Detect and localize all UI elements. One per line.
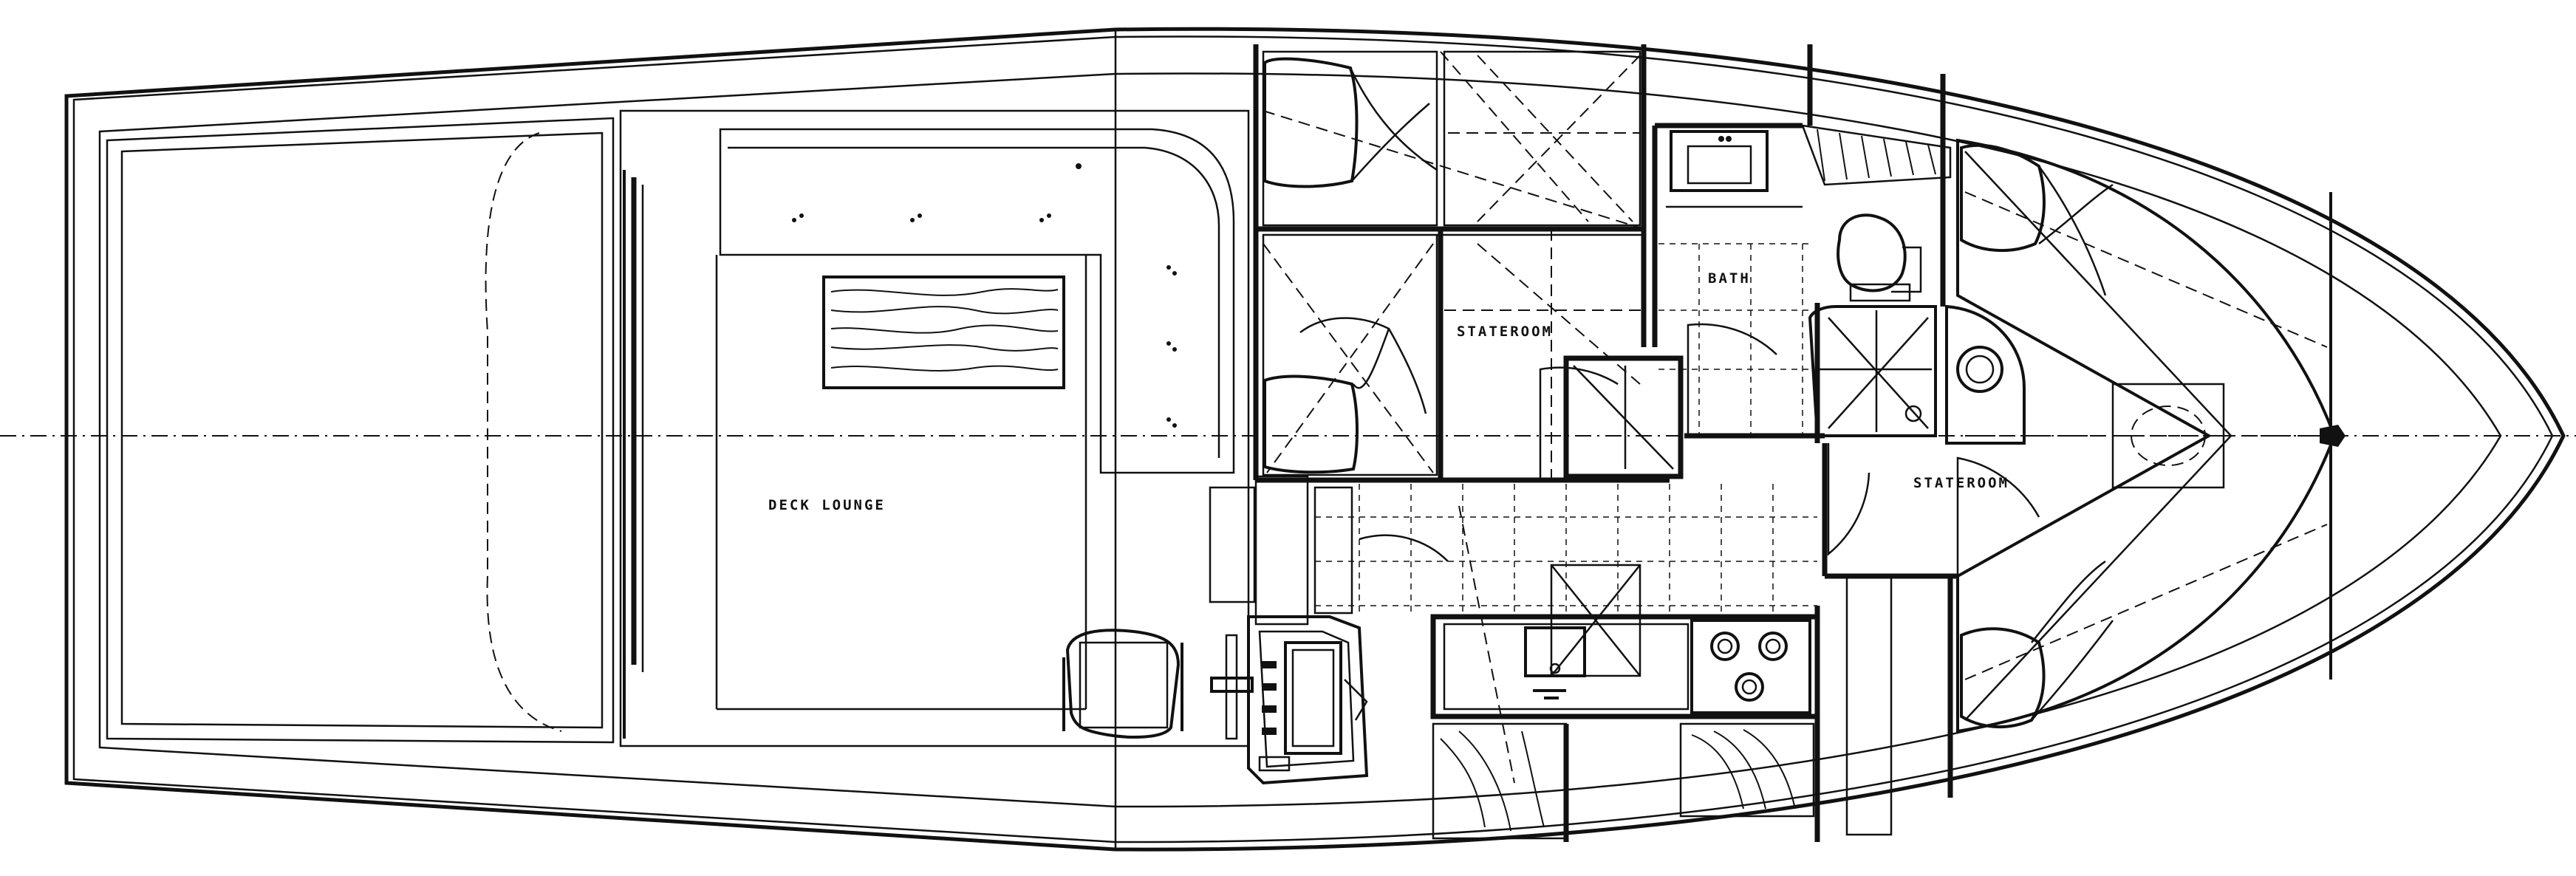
aft-cockpit — [106, 117, 644, 744]
galley-floor-tiles — [1315, 484, 1817, 617]
galley — [1313, 484, 1893, 842]
deck-lounge-label: DECK LOUNGE — [768, 497, 886, 513]
bath-label: BATH — [1708, 270, 1751, 287]
forward-stateroom: STATEROOM — [1801, 44, 2346, 798]
bath: BATH — [1652, 123, 1937, 443]
bath-floor-tiles — [1658, 243, 1814, 436]
forward-stateroom-label: STATEROOM — [1913, 475, 2009, 491]
deck-lounge: DECK LOUNGE — [619, 109, 1250, 747]
helm-station — [1062, 475, 1369, 785]
mid-stateroom: STATEROOM — [1253, 44, 1684, 483]
mid-stateroom-label: STATEROOM — [1457, 324, 1553, 340]
